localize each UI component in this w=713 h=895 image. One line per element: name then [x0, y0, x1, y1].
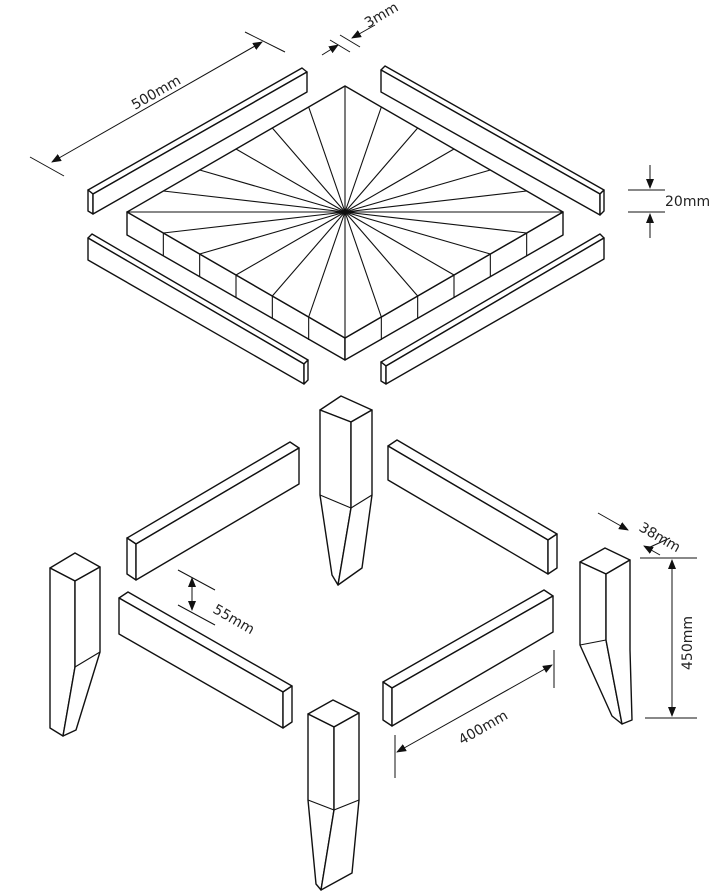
segment-ray [199, 169, 346, 213]
segment-ray [344, 127, 419, 213]
dimension-450mm: 450mm [640, 557, 697, 719]
segment-ray [344, 211, 491, 255]
segment-ray [308, 106, 346, 213]
segment-ray [163, 211, 346, 234]
dimension-20mm: 20mm [628, 165, 710, 238]
segment-ray [344, 211, 382, 318]
leg-back [319, 395, 373, 586]
segment-ray [344, 211, 419, 297]
segment-ray [271, 211, 346, 297]
segment-ray [271, 127, 346, 213]
label-20mm: 20mm [665, 194, 710, 210]
segment-ray [199, 211, 346, 255]
segment-ray [344, 211, 527, 234]
segment-ray [163, 190, 346, 213]
segment-ray [344, 148, 455, 213]
dimension-38mm: 38mm [597, 512, 683, 556]
tabletop-segment-lines [127, 86, 563, 340]
legs [49, 395, 633, 891]
label-55mm: 55mm [210, 602, 257, 638]
apron-rails [118, 439, 558, 729]
segment-ray [344, 106, 382, 213]
segment-ray [344, 169, 491, 213]
segment-ray [344, 211, 455, 276]
label-38mm: 38mm [636, 520, 683, 556]
label-450mm: 450mm [680, 616, 696, 670]
dimension-3mm: 3mm [321, 0, 401, 56]
leg-right [579, 547, 633, 725]
segment-ray [308, 211, 346, 318]
label-500mm: 500mm [129, 73, 184, 114]
segment-ray [344, 190, 527, 213]
leg-front [307, 699, 360, 891]
label-3mm: 3mm [362, 0, 401, 31]
segment-ray [235, 211, 346, 276]
leg-left [49, 552, 101, 737]
